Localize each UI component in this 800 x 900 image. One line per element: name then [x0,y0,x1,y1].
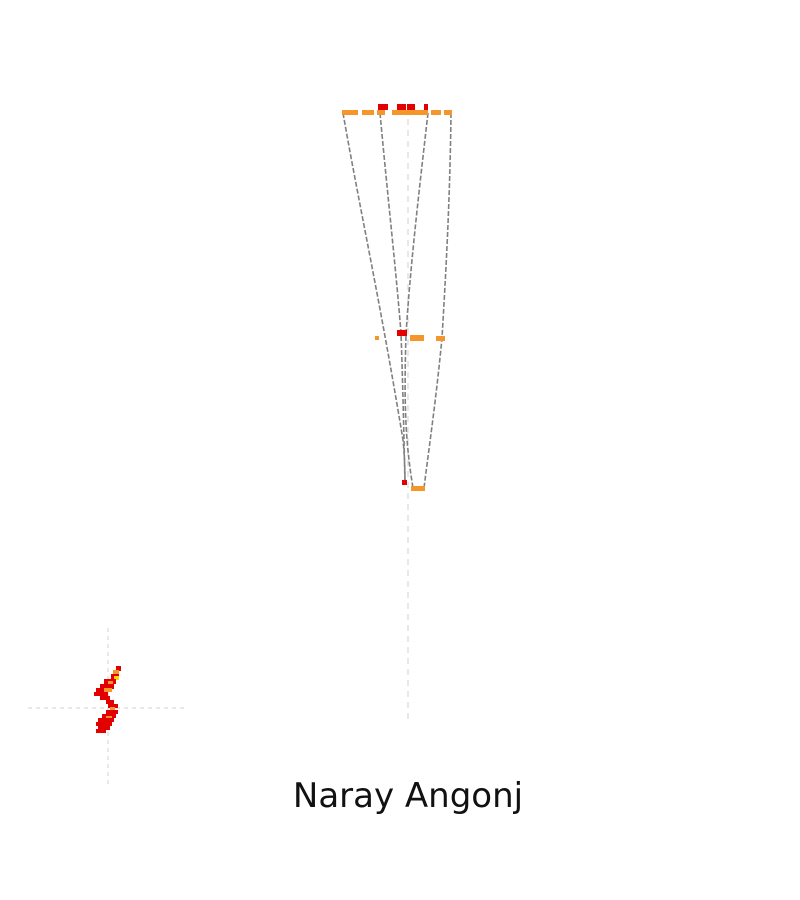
top-bar-orange-1 [342,110,358,115]
bottom-level-bars [402,480,425,491]
link-curve-inner-right [404,112,429,489]
top-bar-orange-3 [377,110,385,115]
location-inset [28,628,188,788]
top-bar-orange-5 [431,110,441,115]
top-bar-orange-4 [392,110,428,115]
link-curve-outer-right [423,112,452,489]
mid-bar-orange-2 [410,335,424,341]
top-bar-red-1 [378,104,388,110]
mid-bar-orange-1 [375,336,379,340]
mid-bar-red-1 [397,330,407,336]
top-bar-red-3 [407,104,415,110]
top-bar-red-4 [424,104,428,110]
top-bar-orange-2 [362,110,374,115]
link-curves [342,112,452,489]
link-curve-inner-left [379,112,406,485]
top-bar-orange-6 [444,110,452,115]
link-curve-outer-left [342,112,406,485]
heat-pixel-glyph [94,666,121,733]
bottom-bar-orange-1 [411,486,425,491]
mid-bar-orange-3 [436,336,445,341]
top-bar-red-2 [397,104,406,110]
bottom-bar-red-1 [402,480,407,485]
middle-level-bars [375,330,445,341]
top-level-bars [342,104,452,115]
diagram-caption: Naray Angonj [292,776,524,816]
